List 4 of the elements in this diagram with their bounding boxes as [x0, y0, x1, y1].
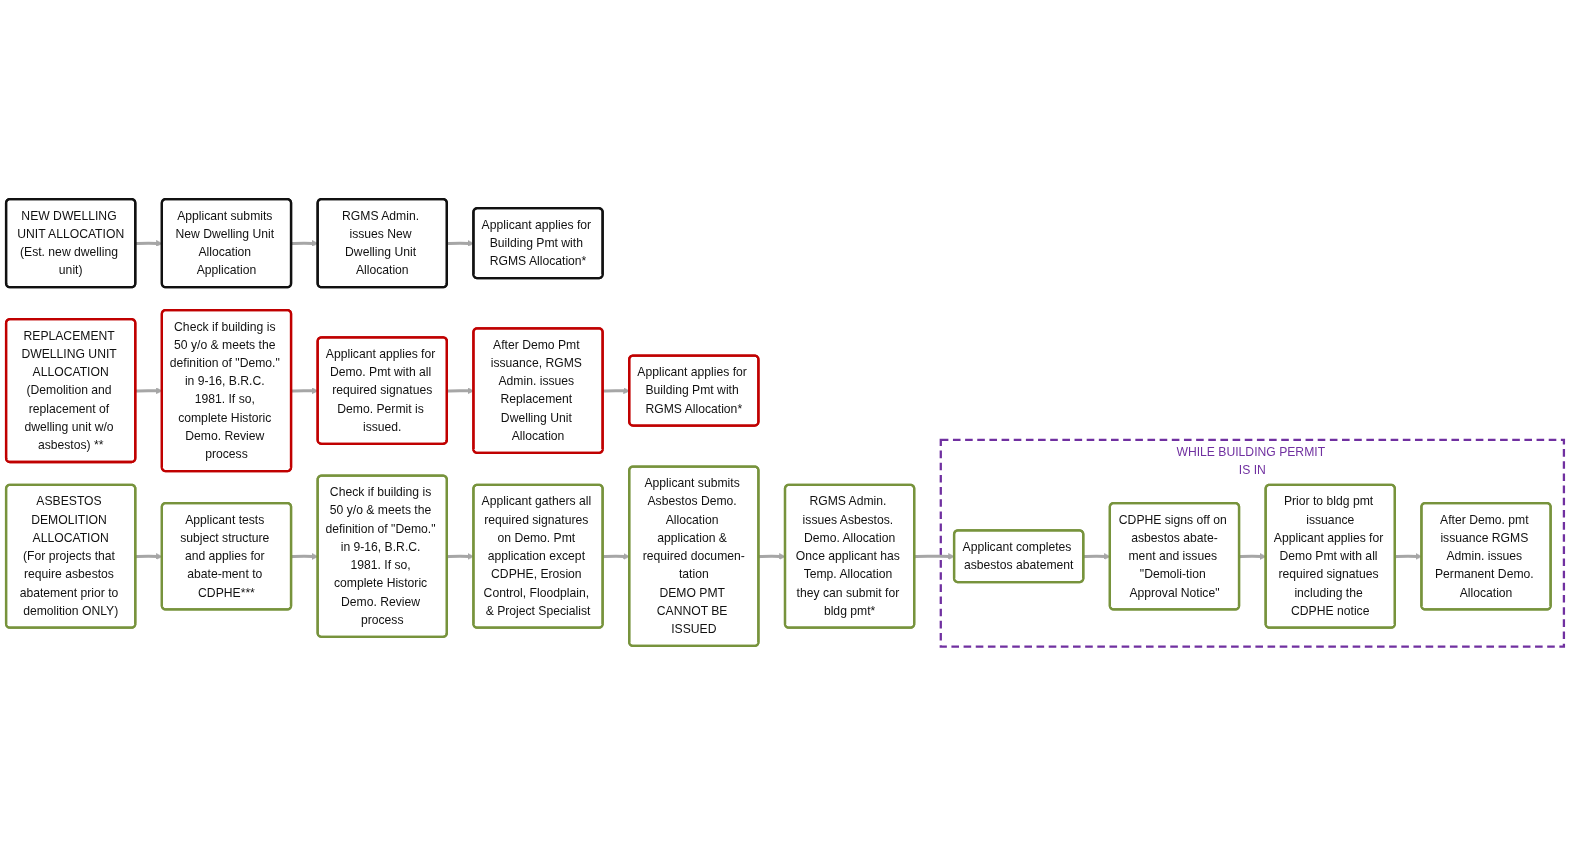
arrow	[602, 552, 630, 560]
arrow	[602, 387, 630, 394]
arrow	[758, 552, 786, 560]
arrow	[914, 552, 955, 560]
